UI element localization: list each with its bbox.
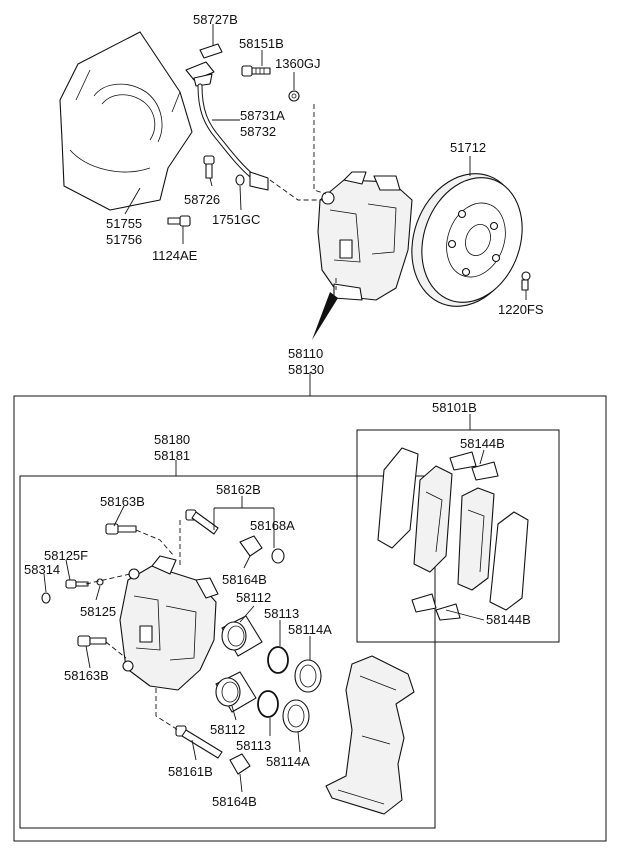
dust-shield (59, 31, 193, 211)
label-1751GC: 1751GC (212, 212, 260, 227)
bleeder-seat (96, 578, 104, 586)
label-58163B-bottom: 58163B (64, 668, 109, 683)
label-58168A: 58168A (250, 518, 295, 533)
label-58164B-top: 58164B (222, 572, 267, 587)
label-58110: 58110 (288, 346, 323, 361)
caliper-carrier (325, 655, 415, 815)
label-58113-bottom: 58113 (236, 738, 271, 753)
bushing-58168A (271, 548, 285, 564)
bolt-58726 (203, 155, 215, 179)
label-58727B: 58727B (193, 12, 238, 27)
label-51755: 51755 (106, 216, 142, 231)
label-58113-top: 58113 (264, 606, 299, 621)
brake-hose (193, 73, 269, 191)
caliper-housing (119, 555, 219, 691)
label-58130: 58130 (288, 362, 324, 377)
label-58151B: 58151B (239, 36, 284, 51)
part-labels: 58727B 58151B 1360GJ 58731A 58732 58726 … (24, 12, 544, 809)
pad-kit-frame (356, 429, 560, 643)
label-58731A: 58731A (240, 108, 285, 123)
label-51756: 51756 (106, 232, 142, 247)
pad-inner-right (457, 487, 495, 591)
bleeder-screw (65, 579, 89, 589)
label-1220FS: 1220FS (498, 302, 544, 317)
pad-outer-right (489, 511, 529, 611)
pad-outer-left (377, 447, 419, 549)
label-1124AE: 1124AE (152, 248, 198, 263)
label-58112-top: 58112 (236, 590, 271, 605)
pad-clips-upper (449, 451, 499, 481)
label-58164B-bottom: 58164B (212, 794, 257, 809)
label-58181: 58181 (154, 448, 190, 463)
brake-pads (377, 447, 529, 611)
bolt-58151B (241, 65, 271, 77)
label-58162B: 58162B (216, 482, 261, 497)
guide-pin-58162B (185, 509, 219, 535)
label-58114A-top: 58114A (288, 622, 332, 637)
piston-lower (215, 671, 257, 713)
seal-58113-lower (257, 690, 279, 718)
pad-clips-lower (411, 593, 461, 621)
bleeder-cap (41, 592, 51, 604)
label-58112-bottom: 58112 (210, 722, 245, 737)
washer-1751GC (235, 174, 245, 186)
piston-upper (221, 615, 263, 657)
screw-1220FS (521, 271, 531, 291)
hose-bracket-58727B (185, 43, 223, 81)
label-58726: 58726 (184, 192, 220, 207)
assembly-dash-lines (85, 104, 337, 731)
label-58314: 58314 (24, 562, 60, 577)
pin-boot-58164B-lower (229, 753, 251, 775)
assembly-arrow (312, 292, 338, 340)
pad-inner-left (413, 465, 453, 573)
label-51712: 51712 (450, 140, 486, 155)
label-58161B: 58161B (168, 764, 213, 779)
label-58163B-top: 58163B (100, 494, 145, 509)
guide-pin-58161B (175, 725, 223, 759)
label-58732: 58732 (240, 124, 276, 139)
bolt-1124AE (167, 215, 191, 227)
label-58101B: 58101B (432, 400, 477, 415)
label-58125: 58125 (80, 604, 116, 619)
label-58144B-bottom: 58144B (486, 612, 531, 627)
caliper-kit-frame (19, 475, 436, 829)
label-1360GJ: 1360GJ (275, 56, 321, 71)
label-58180: 58180 (154, 432, 190, 447)
seal-58113-upper (267, 646, 289, 674)
label-58125F: 58125F (44, 548, 88, 563)
leader-lines (43, 24, 527, 793)
washer-1360GJ (288, 90, 300, 102)
boot-58114A-lower (282, 699, 310, 733)
label-58144B-top: 58144B (460, 436, 505, 451)
bolt-58163B-lower (77, 635, 107, 647)
caliper-assembly (317, 171, 413, 301)
disc-rotor (411, 173, 523, 307)
boot-58114A-upper (294, 659, 322, 693)
bolt-58163B-upper (105, 523, 137, 535)
pin-boot-58164B-upper (239, 535, 263, 557)
label-58114A-bottom: 58114A (266, 754, 310, 769)
